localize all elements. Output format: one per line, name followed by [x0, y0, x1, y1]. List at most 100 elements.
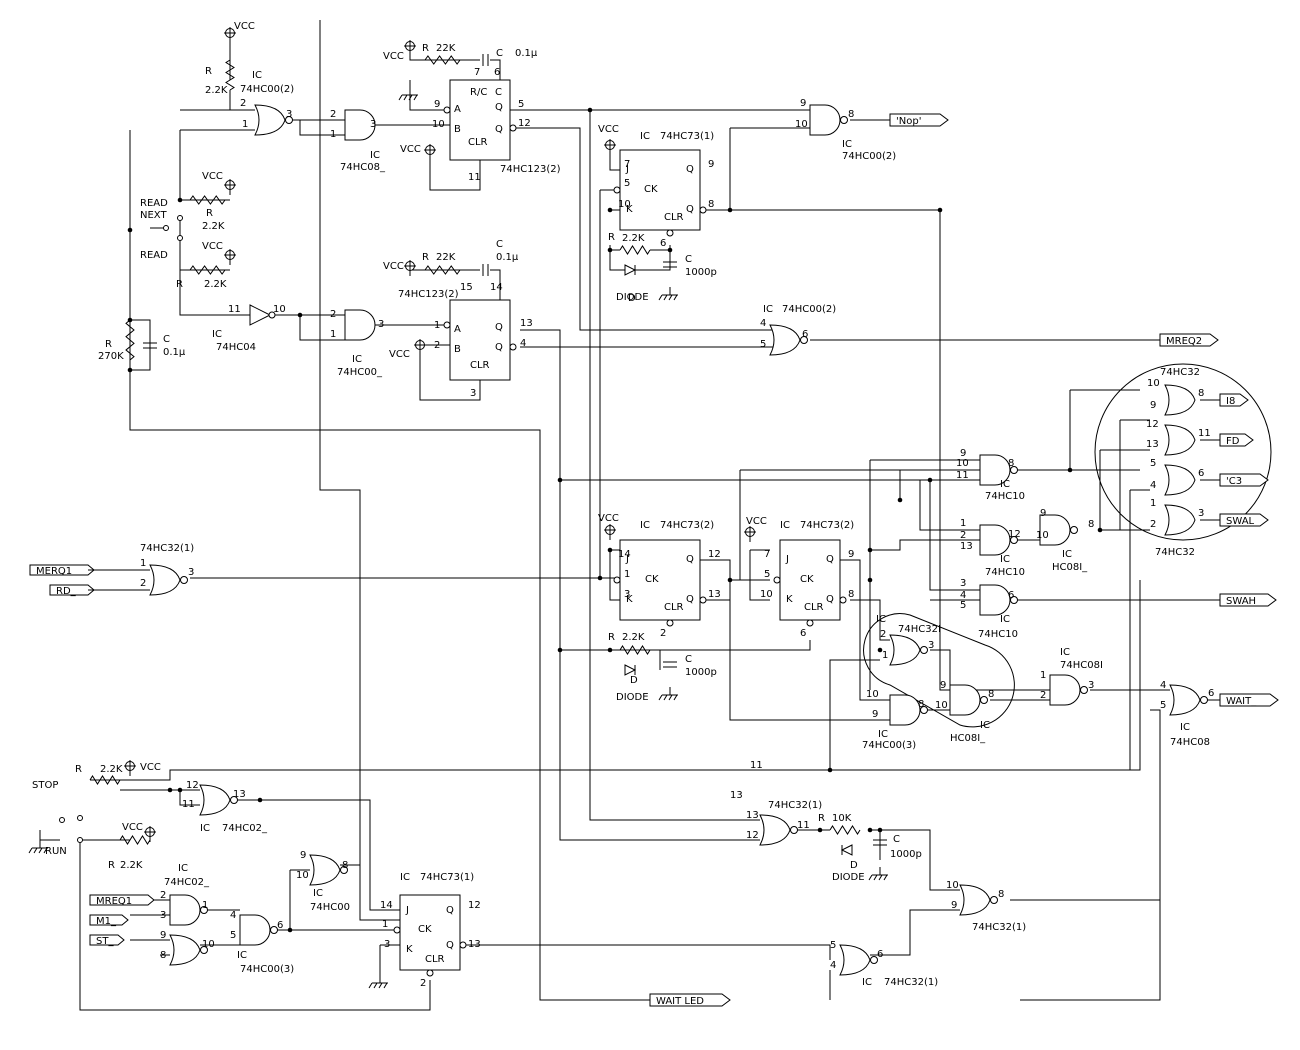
capacitor-0.1u — [482, 264, 489, 276]
inversion-bubble — [790, 826, 798, 834]
and-gate-74hc00 — [344, 309, 376, 341]
pin-number: 2 — [330, 309, 336, 320]
junction-dot — [557, 647, 563, 653]
switch-label: NEXT — [140, 210, 167, 221]
pin-number: 8 — [1008, 458, 1014, 469]
or-gate-74hc08-wait — [1169, 684, 1201, 716]
pin-number: 3 — [960, 578, 966, 589]
resistor-r-2k2 — [619, 645, 651, 655]
nand-gate-hc08-swal — [1039, 514, 1071, 546]
label: C — [496, 48, 503, 59]
part-label: 74HC32 — [1160, 367, 1200, 378]
or-gate-74hc32-input — [149, 564, 181, 596]
highlight-outline-pair — [863, 613, 1015, 728]
inversion-bubble — [1200, 696, 1208, 704]
pin-number: 2 — [434, 340, 440, 351]
label: VCC — [383, 51, 404, 62]
pin-number: 11 — [956, 470, 969, 481]
pin-number: 8 — [848, 109, 854, 120]
part-label: 74HC00 — [310, 902, 350, 913]
pin-number: 1 — [202, 900, 208, 911]
pin-number: 13 — [960, 541, 973, 552]
pin-number: 9 — [1040, 508, 1046, 519]
pin-number: 1 — [330, 129, 336, 140]
label: R — [75, 764, 82, 775]
label: 10K — [832, 813, 852, 824]
label: VCC — [400, 144, 421, 155]
label: R — [108, 860, 115, 871]
inversion-bubble — [1070, 526, 1078, 534]
pin-number: 4 — [760, 318, 766, 329]
label: 1000p — [685, 267, 717, 278]
pin-number: 10 — [760, 589, 773, 600]
m1-input-flag-text: M1_ — [96, 916, 117, 927]
pin-number: 14 — [618, 549, 631, 560]
junction-dot — [587, 107, 593, 113]
pin-number: 8 — [342, 860, 348, 871]
junction-dot — [817, 827, 823, 833]
inversion-bubble — [870, 956, 878, 964]
pin-number: 4 — [520, 338, 526, 349]
label: IC — [640, 131, 650, 142]
st-input-flag-text: ST_ — [96, 936, 114, 947]
junction-dot — [867, 547, 873, 553]
fd-output-flag-text: FD — [1226, 436, 1240, 447]
pin-number: 4 — [1160, 680, 1166, 691]
label: IC — [980, 720, 990, 731]
junction-dot — [287, 927, 293, 933]
inversion-bubble — [1010, 536, 1018, 544]
inversion-bubble — [920, 706, 928, 714]
pin-number: 6 — [1208, 688, 1214, 699]
pin-number: 12 — [746, 830, 759, 841]
nand-gate-74hc00-3-low — [239, 914, 271, 946]
component-glyphs — [28, 27, 1279, 1007]
label: Q — [446, 940, 454, 951]
pin-number: 5 — [960, 600, 966, 611]
capacitor-1000p — [663, 661, 677, 668]
nand-gate-74hc10-low — [979, 584, 1011, 616]
pin-number: 2 — [880, 629, 886, 640]
inversion-bubble — [666, 229, 674, 237]
junction-dot — [297, 312, 303, 318]
junction-dot — [937, 207, 943, 213]
junction-dot — [607, 247, 613, 253]
inversion-bubble — [268, 311, 276, 319]
or-gate-74hc32-fd — [1164, 424, 1196, 456]
m1-input-flag — [89, 914, 129, 926]
one-shot-74hc123-top — [449, 79, 511, 161]
label: D — [628, 293, 636, 304]
label: IC — [1060, 647, 1070, 658]
label: IC — [1000, 479, 1010, 490]
label: DIODE — [832, 872, 865, 883]
pin-number: 8 — [998, 889, 1004, 900]
junction-dot — [557, 477, 563, 483]
mreq2-output-flag-text: MREQ2 — [1166, 336, 1202, 347]
pin-number: 7 — [624, 159, 630, 170]
resistor-r-10k — [829, 825, 861, 835]
part-label: HC08I_ — [950, 733, 986, 744]
and-gate-74hc08 — [344, 109, 376, 141]
pin-number: 11 — [797, 820, 810, 831]
pin-number: 9 — [800, 98, 806, 109]
pin-number: 3 — [470, 388, 476, 399]
pin-number: 4 — [230, 910, 236, 921]
or-gate-74hc32-swal — [1164, 504, 1196, 536]
part-label: 74HC73(1) — [660, 131, 714, 142]
inversion-bubble — [990, 896, 998, 904]
pin-number: 11 — [228, 304, 241, 315]
label: VCC — [598, 513, 619, 524]
label: CLR — [664, 602, 684, 613]
label: R — [105, 339, 112, 350]
label: IC — [878, 729, 888, 740]
label: 2.2K — [204, 279, 227, 290]
part-label: 74HC04 — [216, 342, 256, 353]
merq1-input-flag — [29, 564, 95, 576]
junction-dot — [1067, 467, 1073, 473]
pin-number: 10 — [432, 119, 445, 130]
pin-number: 1 — [1040, 670, 1046, 681]
label: C — [893, 834, 900, 845]
pin-number: 11 — [182, 799, 195, 810]
inversion-bubble — [340, 866, 348, 874]
part-label: 74HC32 — [1155, 547, 1195, 558]
